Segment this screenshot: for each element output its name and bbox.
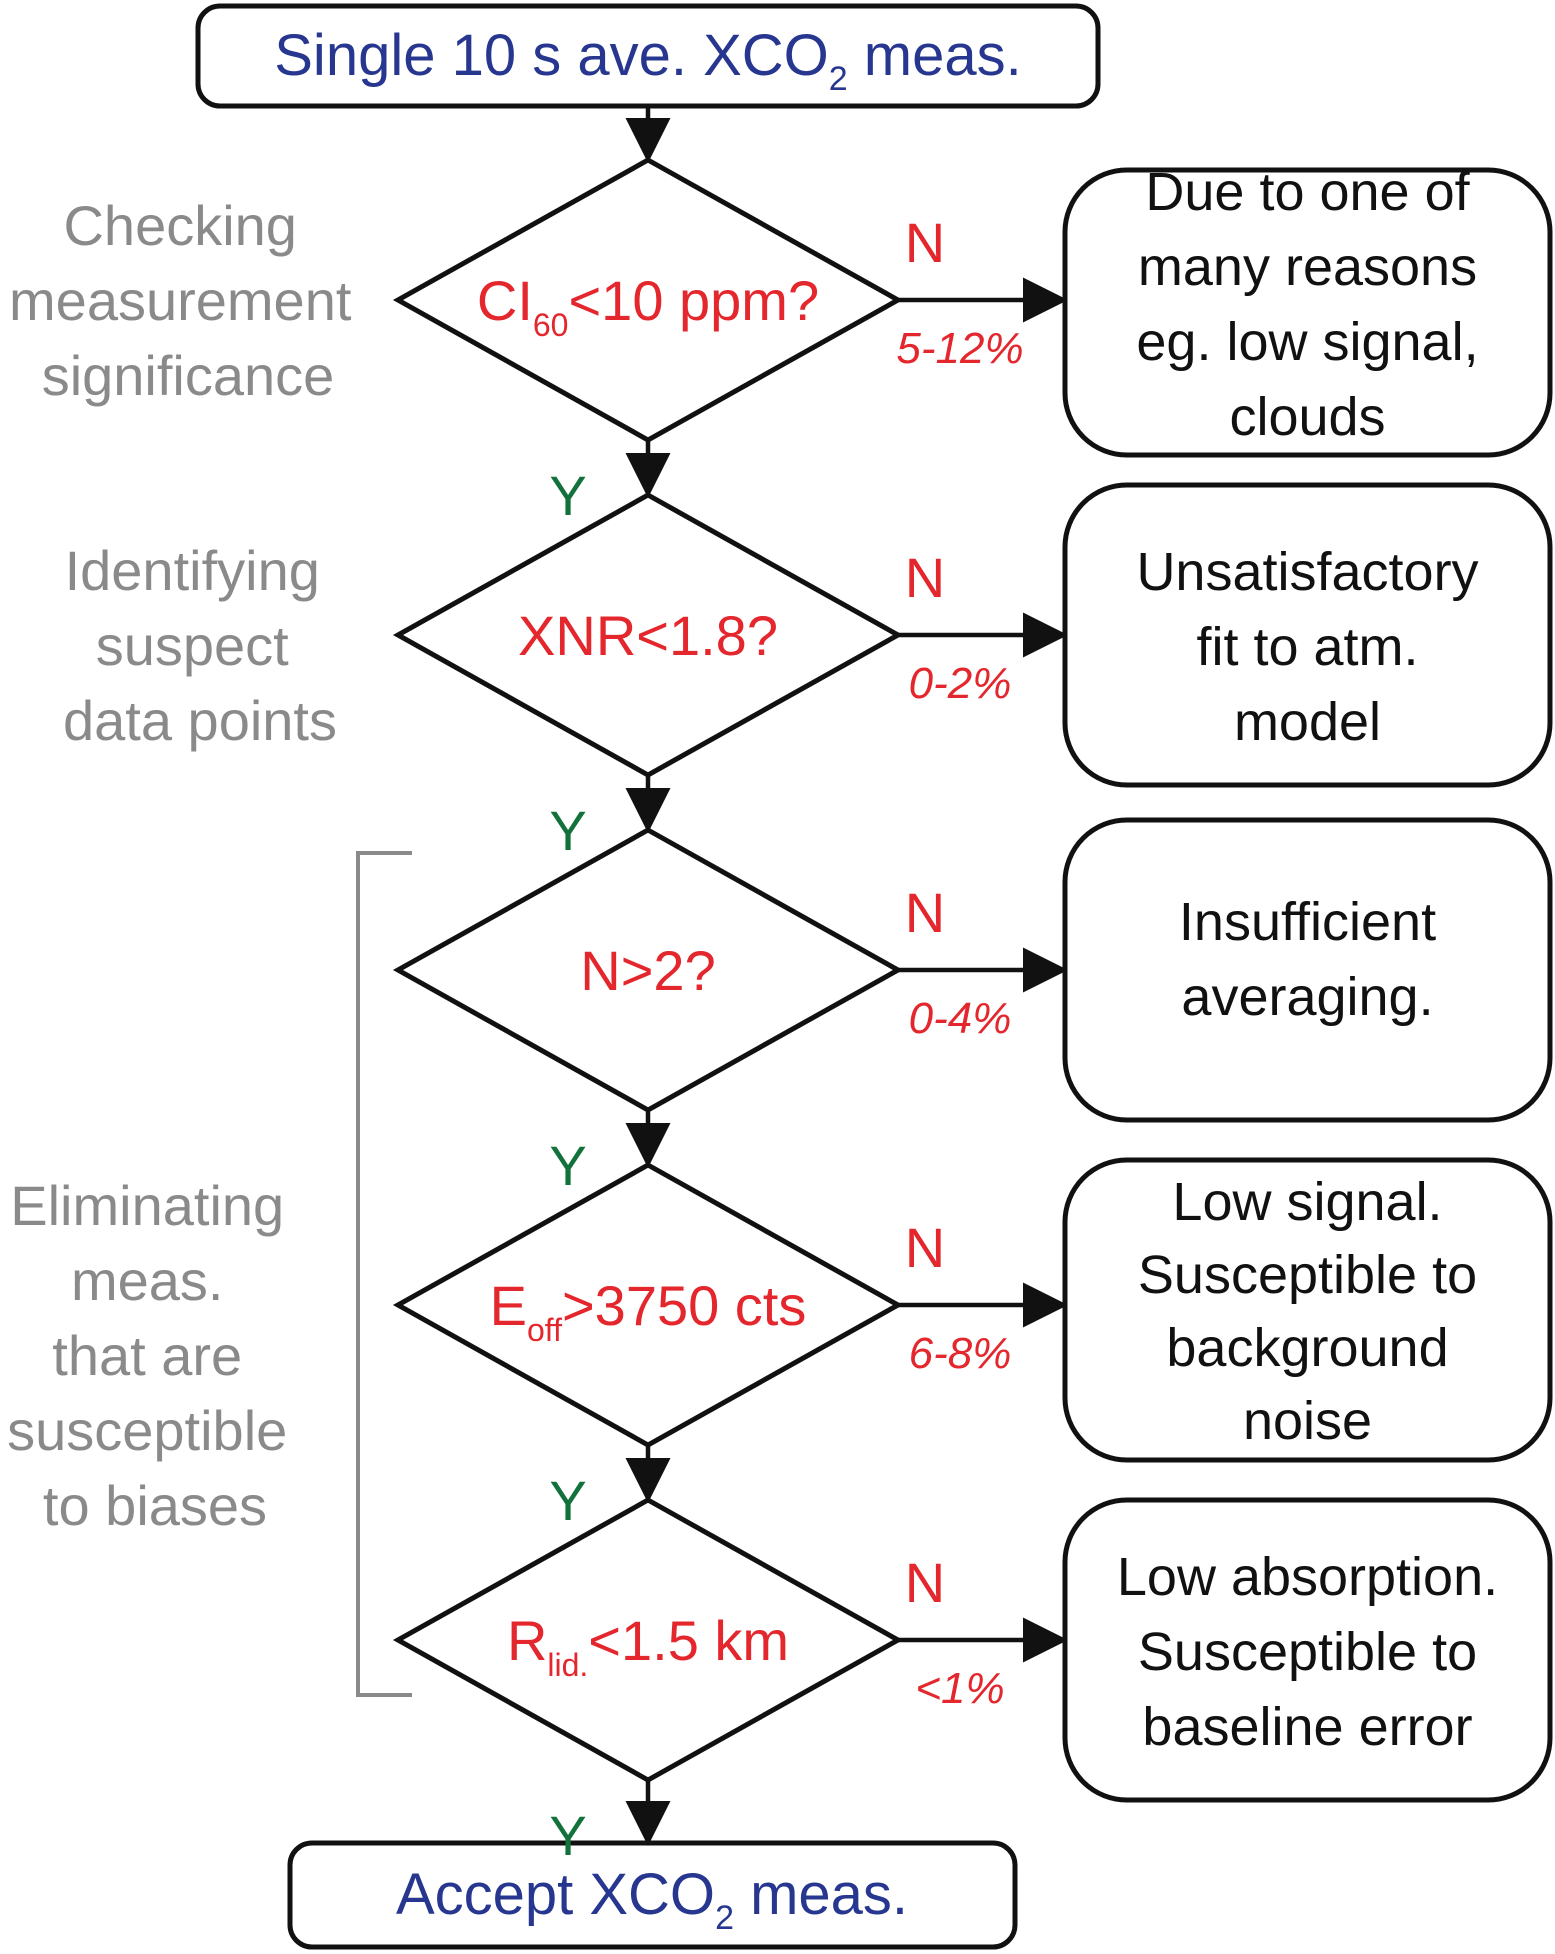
reason-box-shape bbox=[1062, 167, 1553, 458]
yes-label: Y bbox=[549, 1804, 586, 1867]
decision-condition: XNR<1.8? bbox=[518, 604, 778, 667]
decision-condition: N>2? bbox=[580, 939, 715, 1002]
decision-condition: Rlid.<1.5 km bbox=[507, 1609, 789, 1683]
no-percentage: 0-4% bbox=[909, 994, 1012, 1043]
no-percentage: 5-12% bbox=[896, 324, 1023, 373]
yes-label: Y bbox=[549, 1469, 586, 1532]
yes-label: Y bbox=[549, 799, 586, 862]
stage-label-biases: Eliminating meas. that are susceptible t… bbox=[7, 1174, 303, 1537]
decision-condition: Eoff>3750 cts bbox=[490, 1274, 807, 1348]
decision-5: Rlid.<1.5 km N <1% Low absorption.Susceptib… bbox=[392, 1497, 1553, 1867]
no-percentage: 6-8% bbox=[909, 1329, 1012, 1378]
no-label: N bbox=[905, 1216, 945, 1279]
end-node: Accept XCO2 meas. bbox=[287, 1840, 1018, 1950]
no-percentage: 0-2% bbox=[909, 659, 1012, 708]
bias-stage-bracket bbox=[356, 851, 412, 1697]
no-percentage: <1% bbox=[915, 1664, 1004, 1713]
reason-box-shape bbox=[1062, 1497, 1553, 1803]
reason-box-shape bbox=[1062, 482, 1553, 788]
decision-condition: CI60<10 ppm? bbox=[477, 269, 819, 343]
no-label: N bbox=[905, 881, 945, 944]
stage-label-significance: Checking measurement significance bbox=[9, 194, 367, 407]
no-label: N bbox=[905, 211, 945, 274]
reason-box-shape bbox=[1062, 1157, 1553, 1463]
no-label: N bbox=[905, 1551, 945, 1614]
yes-label: Y bbox=[549, 464, 586, 527]
end-label: Accept XCO2 meas. bbox=[396, 1862, 908, 1937]
start-node: Single 10 s ave. XCO2 meas. bbox=[195, 3, 1101, 109]
stage-label-suspect: Identifying suspect data points bbox=[63, 539, 337, 752]
decision-4: Eoff>3750 cts N 6-8% Low signal.Susceptible… bbox=[392, 1157, 1553, 1532]
start-label: Single 10 s ave. XCO2 meas. bbox=[274, 23, 1022, 98]
reason-box-shape bbox=[1062, 817, 1553, 1123]
yes-label: Y bbox=[549, 1134, 586, 1197]
no-label: N bbox=[905, 546, 945, 609]
